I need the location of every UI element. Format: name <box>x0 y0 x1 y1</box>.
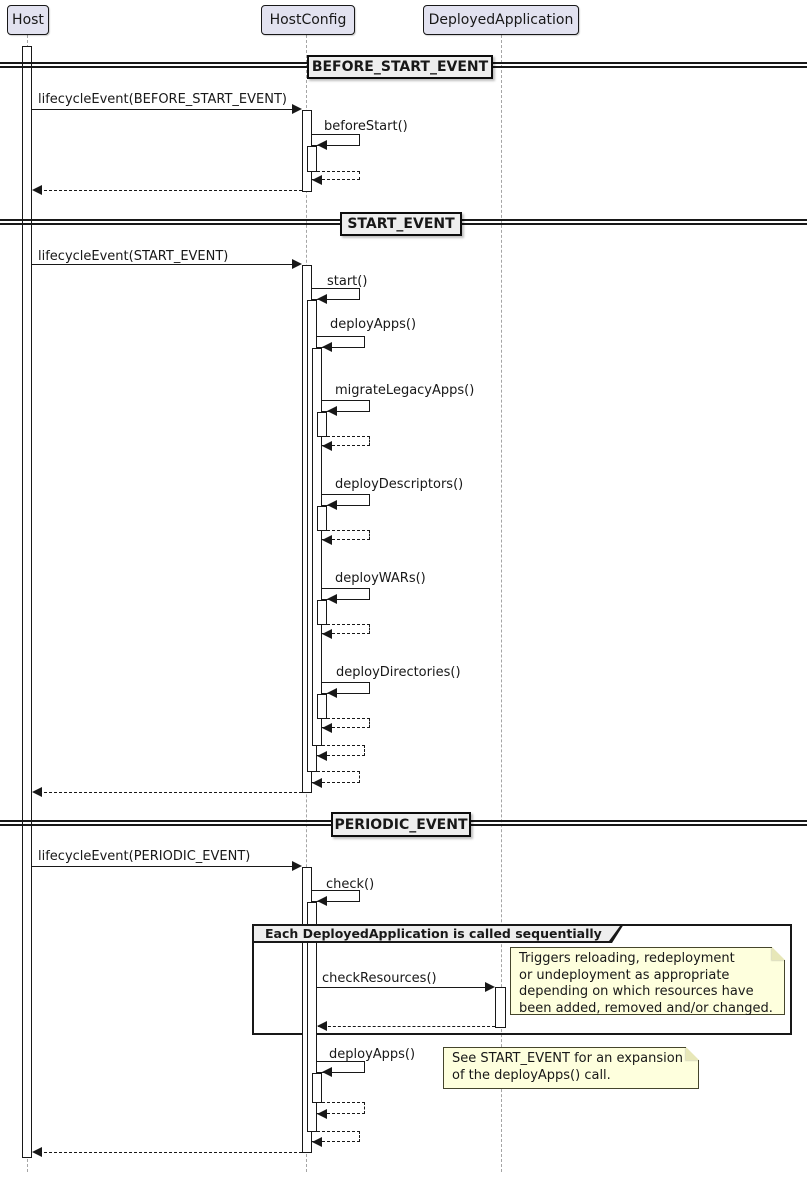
arrowhead <box>292 104 302 114</box>
arrowhead <box>322 441 332 451</box>
divider-periodic-label: PERIODIC_EVENT <box>334 816 468 833</box>
self-return-deploy-wars <box>322 624 370 634</box>
message-lifecycle-start: lifecycleEvent(START_EVENT) <box>38 249 229 264</box>
participant-deployedapplication-label: DeployedApplication <box>428 12 574 28</box>
hostconfig-activation-bar <box>317 412 327 437</box>
hostconfig-activation-bar <box>317 600 327 625</box>
message-deploy-apps-periodic: deployApps() <box>329 1047 416 1062</box>
self-call-migrate-legacy-apps <box>322 400 370 412</box>
hostconfig-activation-bar <box>307 146 317 172</box>
self-call-deploy-apps <box>317 336 365 348</box>
arrowhead <box>485 982 495 992</box>
self-call-start <box>312 288 360 300</box>
self-return-before-start <box>312 171 360 180</box>
arrow-lifecycle-before-start <box>32 109 294 110</box>
host-activation-bar <box>22 46 32 1158</box>
arrowhead <box>317 896 327 906</box>
arrowhead <box>32 1147 42 1157</box>
group-title-tab-fill <box>254 926 620 941</box>
hostconfig-activation-bar <box>312 1073 322 1103</box>
participant-deployedapplication: DeployedApplication <box>423 5 579 35</box>
note-deploy-apps: See START_EVENT for an expansion of the … <box>443 1047 699 1089</box>
return-arrow-before-start <box>34 190 302 191</box>
self-return-deploy-directories <box>322 718 370 728</box>
arrowhead <box>312 1137 322 1147</box>
arrowhead <box>317 1021 327 1031</box>
message-deploy-directories: deployDirectories() <box>336 665 461 680</box>
arrowhead <box>292 259 302 269</box>
divider-start-label: START_EVENT <box>347 216 455 232</box>
participant-host: Host <box>7 5 49 35</box>
arrowhead <box>317 1109 327 1119</box>
arrowhead <box>32 185 42 195</box>
message-deploy-wars: deployWARs() <box>335 571 426 586</box>
arrowhead <box>312 778 322 788</box>
self-call-deploy-wars <box>322 588 370 600</box>
arrowhead <box>327 406 337 416</box>
deployedapplication-activation-bar <box>495 987 506 1028</box>
arrowhead <box>327 688 337 698</box>
self-return-deploy-descriptors <box>322 530 370 540</box>
message-deploy-apps: deployApps() <box>330 317 417 332</box>
arrowhead <box>317 140 327 150</box>
hostconfig-activation-bar <box>317 694 327 719</box>
self-return-check <box>312 1131 360 1142</box>
self-call-deploy-directories <box>322 682 370 694</box>
self-return-deploy-apps-periodic <box>317 1102 365 1114</box>
arrowhead <box>317 294 327 304</box>
participant-host-label: Host <box>12 12 44 28</box>
arrowhead <box>322 1067 332 1077</box>
participant-hostconfig-label: HostConfig <box>269 12 347 28</box>
divider-before-start-event: BEFORE_START_EVENT <box>307 55 493 79</box>
divider-before-start-label: BEFORE_START_EVENT <box>311 59 489 75</box>
participant-hostconfig: HostConfig <box>261 5 355 35</box>
self-return-deploy-apps <box>317 745 365 756</box>
arrowhead <box>327 500 337 510</box>
return-arrow-periodic <box>34 1152 302 1153</box>
message-lifecycle-before-start: lifecycleEvent(BEFORE_START_EVENT) <box>38 92 287 107</box>
arrow-lifecycle-start <box>32 264 294 265</box>
message-migrate-legacy-apps: migrateLegacyApps() <box>335 383 475 398</box>
note-check-resources: Triggers reloading, redeployment or unde… <box>510 947 785 1016</box>
self-call-deploy-descriptors <box>322 494 370 506</box>
divider-periodic-event: PERIODIC_EVENT <box>331 812 471 837</box>
hostconfig-activation-bar <box>317 506 327 531</box>
self-call-deploy-apps-periodic <box>317 1061 365 1073</box>
self-call-before-start <box>312 134 360 146</box>
message-before-start: beforeStart() <box>324 119 408 134</box>
divider-start-event: START_EVENT <box>340 212 462 236</box>
message-deploy-descriptors: deployDescriptors() <box>335 477 464 492</box>
message-lifecycle-periodic: lifecycleEvent(PERIODIC_EVENT) <box>38 849 251 864</box>
arrowhead <box>32 787 42 797</box>
message-start: start() <box>327 274 368 289</box>
self-return-start <box>312 771 360 783</box>
group-title: Each DeployedApplication is called seque… <box>265 926 602 941</box>
arrow-lifecycle-periodic <box>32 866 294 867</box>
arrowhead <box>312 175 322 185</box>
arrowhead <box>327 594 337 604</box>
self-return-migrate-legacy-apps <box>322 436 370 446</box>
arrow-check-resources <box>317 987 486 988</box>
deployedapplication-lifeline <box>501 35 502 1172</box>
arrowhead <box>322 342 332 352</box>
hostconfig-activation-bar <box>312 348 322 746</box>
return-arrow-start <box>34 792 302 793</box>
message-check: check() <box>326 877 375 892</box>
arrowhead <box>322 629 332 639</box>
arrowhead <box>292 861 302 871</box>
arrowhead <box>322 535 332 545</box>
arrowhead <box>317 751 327 761</box>
message-check-resources: checkResources() <box>322 971 437 986</box>
hostconfig-activation-bar <box>307 902 317 1132</box>
arrowhead <box>322 723 332 733</box>
return-arrow-check-resources <box>318 1026 495 1027</box>
self-call-check <box>312 890 360 902</box>
